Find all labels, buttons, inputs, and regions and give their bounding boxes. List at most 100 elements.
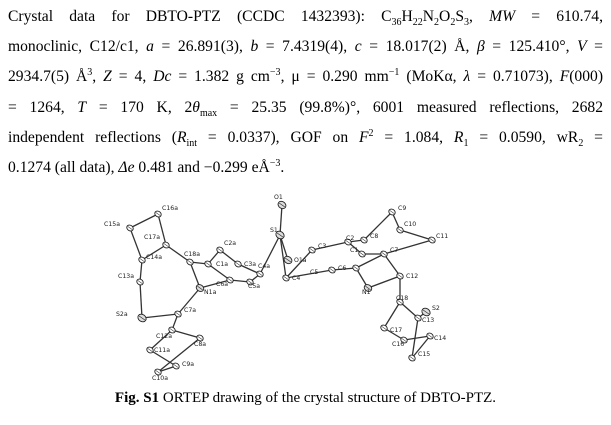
atom-label: C17a [144,234,160,241]
bond [399,229,433,241]
atom-label: C1 [350,247,358,254]
atom-label: C17 [390,327,402,334]
atom-label: C14 [434,335,446,342]
atom-label: C12 [406,273,418,280]
atom-ellipsoid [396,298,404,306]
atom-ellipsoid [388,208,396,216]
atom-label: C4a [258,263,270,270]
bond [237,263,261,275]
atom-ellipsoid [308,246,316,254]
atom-ellipsoid [400,336,408,344]
atom-ellipsoid [216,246,224,254]
atom-label: S2 [432,305,440,312]
atom-label: C7a [184,307,196,314]
atom-ellipsoid [275,230,285,240]
atom-ellipsoid [137,313,147,323]
paragraph-line-5: independent reflections (Rint = 0.0337),… [8,127,603,149]
atom-label: N1 [362,289,371,296]
bond [157,213,167,246]
atom-ellipsoid [358,250,366,258]
atom-ellipsoid [226,276,234,284]
bond [311,241,349,251]
atom-label: C18 [396,295,408,302]
bond [129,227,143,261]
bond [165,244,191,263]
atom-label: C15a [104,221,120,228]
bond [149,349,177,367]
bond [383,301,401,329]
bond [279,234,287,279]
atom-ellipsoid [380,250,388,258]
atom-ellipsoid [126,224,134,232]
paragraph-line-4: = 1264, T = 170 K, 2θmax = 25.35 (99.8%)… [8,98,603,119]
atom-ellipsoid [426,332,434,340]
bond [411,317,419,359]
atom-label: S2a [116,311,128,318]
atom-ellipsoid [256,270,264,278]
bond [177,287,201,315]
atom-label: C2 [346,235,354,242]
bond [355,253,385,269]
atom-label: C3 [318,243,326,250]
atom-label: C13 [422,317,434,324]
atom-ellipsoid [414,314,422,322]
paragraph-line-3: 2934.7(5) Å3, Z = 4, Dc = 1.382 g cm−3, … [8,67,604,86]
atom-label: C9 [398,205,406,212]
atom-ellipsoid [136,278,144,286]
atom-label: C16a [162,205,178,212]
atom-label: C6 [338,265,346,272]
bond [399,301,419,319]
bond [139,281,143,319]
atom-label: C3a [244,261,256,268]
atom-ellipsoid [204,260,212,268]
atom-ellipsoid [360,236,368,244]
bond [383,239,433,255]
bond [129,213,159,229]
bond [331,267,357,271]
atom-ellipsoid [186,258,194,266]
atom-ellipsoid [154,368,162,376]
bond [199,279,231,289]
bond [207,263,231,281]
atom-label: C15 [418,351,430,358]
bond [279,204,283,236]
paragraph-line-6: 0.1274 (all data), Δe 0.481 and −0.299 e… [8,157,285,177]
bond [285,269,333,279]
atom-ellipsoid [396,226,404,234]
bond [171,329,201,339]
bond [189,261,201,289]
atom-ellipsoid [352,264,360,272]
atom-label: C2a [224,240,236,247]
bond [411,335,431,359]
atom-ellipsoid [162,241,170,249]
atom-label: C8a [194,341,206,348]
bond [141,313,179,319]
atom-ellipsoid [277,200,287,210]
atom-label: C12a [156,333,172,340]
bond [157,337,201,373]
bond [139,259,143,283]
bond [141,244,167,261]
atom-label: C1a [216,261,228,268]
atom-label: C11 [436,233,448,240]
atom-ellipsoid [282,274,290,282]
atom-ellipsoid [195,284,205,292]
atom-label: S1 [270,227,278,234]
atom-ellipsoid [428,236,436,244]
atom-label: N1a [204,289,217,296]
atom-label: C10a [152,375,168,382]
atom-label: O1 [274,194,283,201]
bond [259,234,281,275]
bond [403,335,431,341]
bond [367,275,401,289]
caption-label: Fig. S1 [114,390,160,406]
atom-ellipsoid [283,255,293,265]
atom-label: C10 [404,221,416,228]
atom-ellipsoid [138,256,146,264]
atom-ellipsoid [328,266,336,274]
bond [383,327,405,341]
atom-label: C8 [370,233,378,240]
atom-ellipsoid [396,272,404,280]
atom-ellipsoid [246,278,254,286]
atom-ellipsoid [196,334,204,342]
